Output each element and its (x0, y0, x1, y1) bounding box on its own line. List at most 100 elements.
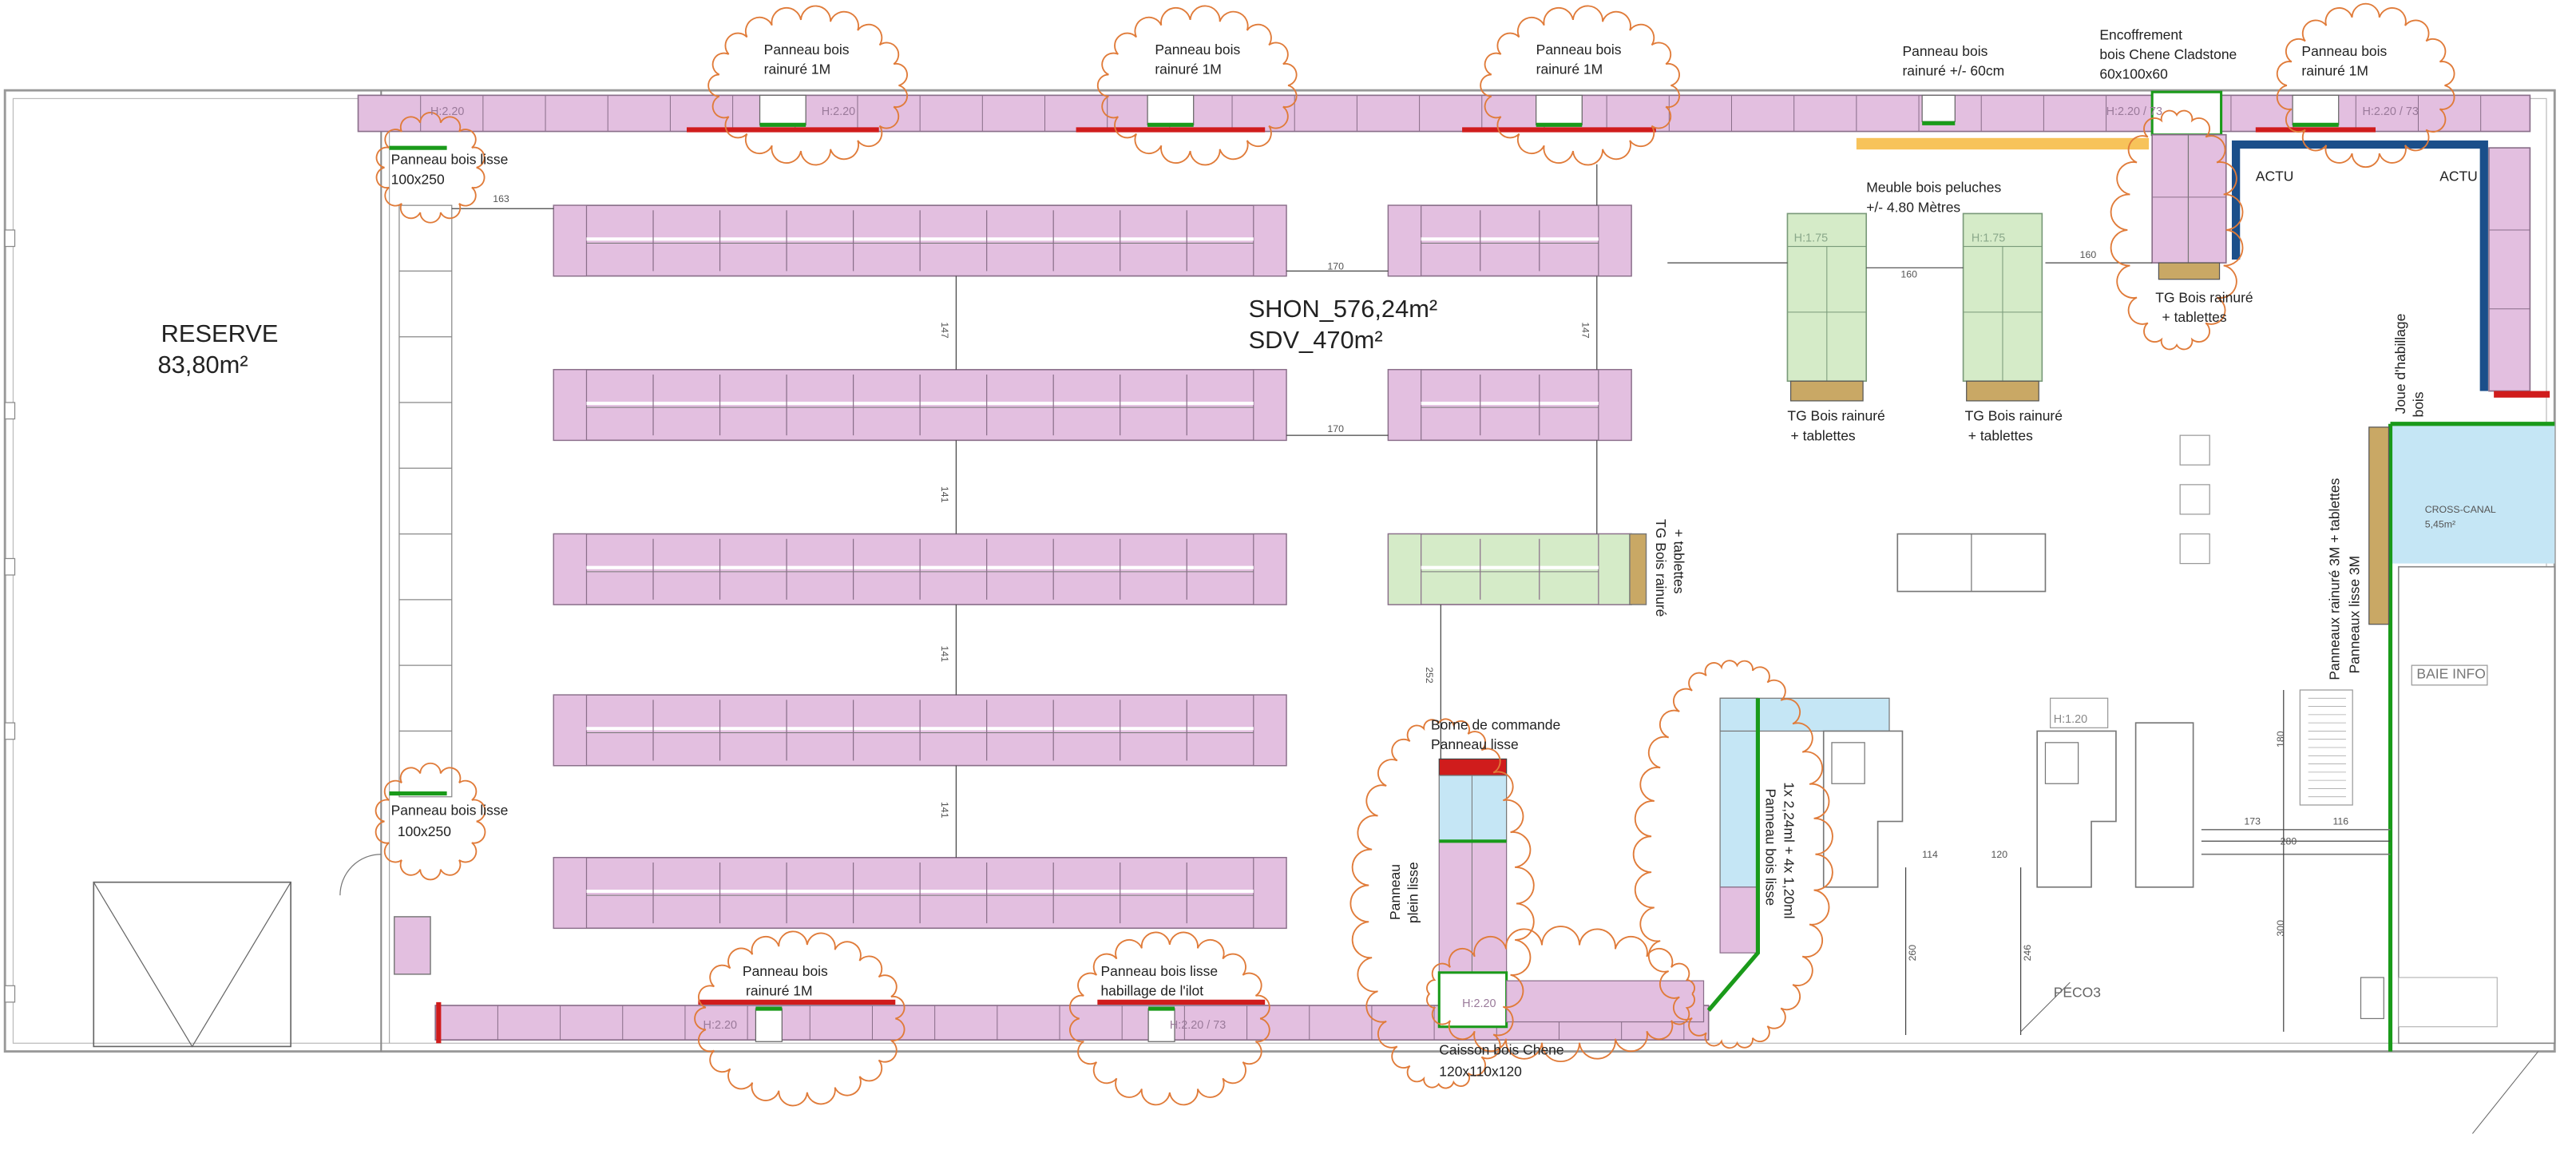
joue-habillage-line1: Joue d'habillage (2392, 314, 2408, 414)
pink-gondola (1506, 980, 1705, 1023)
tg-center-line2: + tablettes (1670, 529, 1686, 593)
leader-line (2020, 981, 2071, 1033)
baie-info-label: BAIE INFO (2416, 666, 2485, 682)
panneau-plein-line1: Panneau (1387, 864, 1403, 920)
tg-corner-line1: TG Bois rainuré (2155, 290, 2253, 306)
panel-niche (759, 94, 806, 125)
dimension-label: 147 (1579, 322, 1591, 339)
gondola-end-cap (553, 694, 588, 767)
gondola-end-cap (553, 857, 588, 929)
panel-niche (1147, 94, 1195, 125)
dimension-label: 246 (2022, 945, 2033, 962)
blue-gondola (1719, 697, 1890, 732)
revision-cloud (375, 762, 486, 881)
leader-line (2471, 1051, 2539, 1134)
exit-box (2398, 977, 2498, 1028)
checkout-counter (2134, 722, 2194, 888)
wall-pillar (4, 557, 16, 576)
bottom-panel-2-line1: Panneau bois lisse (1100, 963, 1218, 979)
bottom-panel-1-line2: rainuré 1M (746, 983, 813, 999)
height-label: H:2.20 (1462, 997, 1496, 1010)
panneaux-right-line2: Panneaux lisse 3M (2346, 556, 2362, 674)
revision-cloud (1426, 926, 1696, 1062)
gondola-end-cap (1253, 857, 1287, 929)
baie-info-room (2397, 565, 2556, 1045)
panneau-lisse-ml-line1: Panneau bois lisse (1763, 788, 1779, 906)
revision-cloud (694, 930, 906, 1107)
dimension-label: 116 (2333, 816, 2349, 827)
caisson-line1: Caisson bois Chene (1439, 1042, 1563, 1058)
tg-green-1-line1: TG Bois rainuré (1787, 408, 1884, 424)
dimension-label: 260 (1907, 945, 1918, 962)
dimension-label: 300 (2275, 920, 2286, 937)
gondola-end-cap (1598, 369, 1632, 441)
revision-cloud (1349, 718, 1535, 1089)
dimension-label: 141 (939, 486, 950, 503)
bottom-panel-1-line1: Panneau bois (743, 963, 828, 979)
gondola-end-cap (1387, 204, 1422, 277)
top-panel-60-line1: Panneau bois (1902, 43, 1987, 59)
top-panel-3-line2: rainuré 1M (1536, 61, 1603, 77)
actu-right: ACTU (2439, 168, 2478, 184)
dimension-label: 173 (2244, 816, 2261, 827)
revision-cloud (2276, 2, 2455, 169)
height-label: H:2.20 (822, 105, 855, 118)
caisson-line2: 120x110x120 (1439, 1063, 1522, 1079)
bottom-panel-2-line2: habillage de l'ilot (1100, 983, 1203, 999)
revision-cloud (1480, 5, 1680, 166)
top-panel-60-line2: rainuré +/- 60cm (1902, 63, 2004, 79)
dimension-label: 163 (493, 193, 509, 204)
top-panel-3-line1: Panneau bois (1536, 42, 1622, 58)
gondola-end-cap (1253, 204, 1287, 277)
wall-pillar (4, 722, 16, 740)
height-label: H:2.20 / 73 (1170, 1019, 1226, 1032)
gondola-end-cap (1253, 369, 1287, 441)
dimension-label: 160 (2080, 249, 2097, 260)
dimension-label: 170 (1327, 423, 1344, 434)
borne-line1: Borne de commande (1431, 716, 1560, 732)
pink-gondola (1719, 886, 1759, 954)
gondola-end-cap (1253, 533, 1287, 605)
checkout-seat (2044, 742, 2079, 784)
dimension-label: 180 (2275, 731, 2286, 748)
revision-cloud (1096, 5, 1298, 166)
baie-info-tag (2411, 664, 2488, 686)
panel-niche (2292, 94, 2340, 125)
shon-label: SHON_576,24m² (1249, 295, 1438, 323)
revision-cloud (1632, 660, 1833, 1049)
peco-label: PECO3 (2054, 985, 2101, 1001)
revision-cloud (375, 111, 485, 224)
panel-niche (1921, 94, 1956, 122)
freight-lift (93, 881, 291, 1048)
height-label: H:2.20 (430, 105, 464, 118)
checkout-seat (1831, 742, 1865, 784)
meuble-peluches-line2: +/- 4.80 Mètres (1866, 199, 1960, 215)
panel-lisse-top-line2: 100x250 (391, 171, 445, 187)
plan-labels: RESERVE 83,80m² SHON_576,24m² SDV_470m² … (158, 26, 2496, 1079)
borne-commande (1438, 758, 1508, 776)
actu-left: ACTU (2256, 168, 2294, 184)
corner-gondola (2151, 133, 2227, 264)
dimension-label: 141 (939, 645, 950, 662)
revision-cloud (707, 5, 908, 166)
dimension-label: 160 (1900, 269, 1917, 280)
top-panel-4-line2: rainuré 1M (2301, 63, 2368, 79)
blue-gondola (1438, 775, 1508, 842)
height-label: H:1.20 (2054, 713, 2087, 726)
encoffrement-line3: 60x100x60 (2099, 66, 2168, 82)
wall-pillar (4, 229, 16, 248)
encoffrement-line2: bois Chene Cladstone (2099, 46, 2237, 62)
gondola-end-cap (553, 369, 588, 441)
h120-shelf (2050, 697, 2109, 728)
top-panel-1-line2: rainuré 1M (764, 61, 831, 77)
reserve-title: RESERVE (161, 319, 279, 347)
small-shelf (394, 916, 431, 975)
gondola-end-cap (553, 204, 588, 277)
wall-shelf-right (2488, 147, 2531, 392)
gondola-end-cap (553, 533, 588, 605)
green-panel (1706, 698, 1760, 1012)
joue-habillage-line2: bois (2411, 391, 2427, 417)
encoffrement-line1: Encoffrement (2099, 26, 2182, 42)
panneaux-right-line1: Panneaux rainuré 3M + tablettes (2327, 478, 2343, 680)
